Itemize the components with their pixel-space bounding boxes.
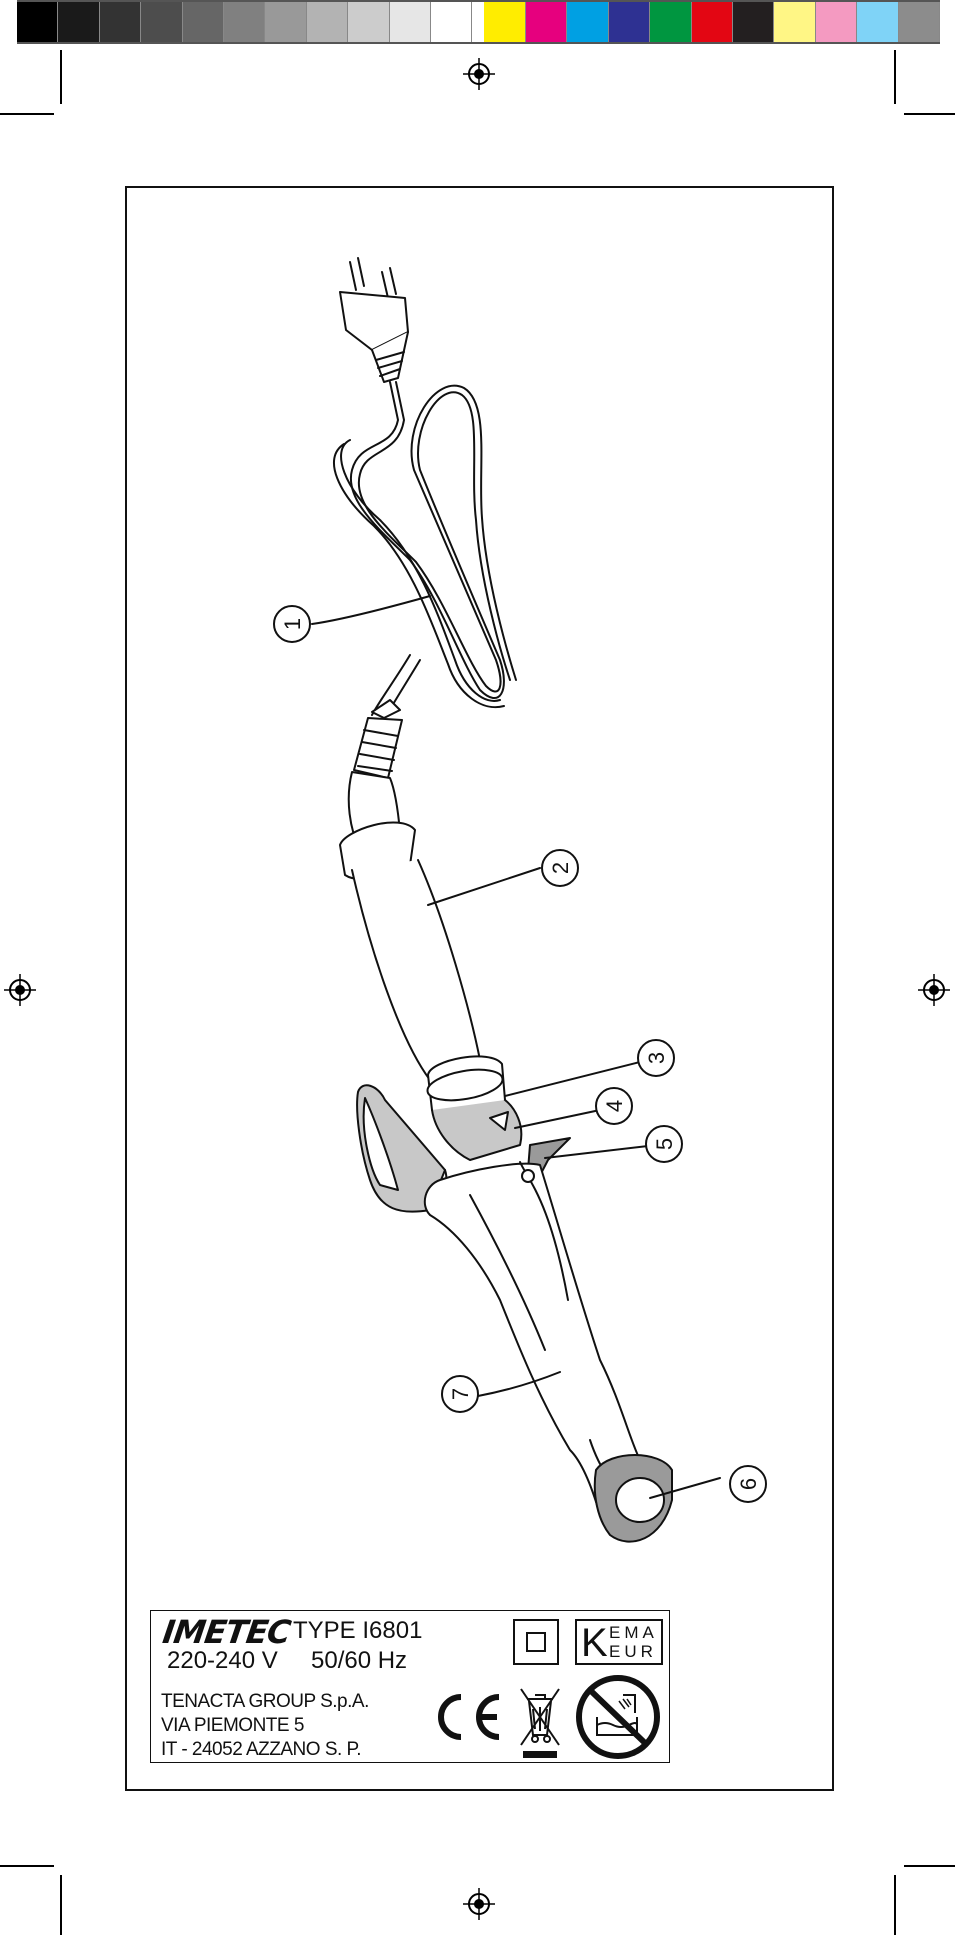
double-insulation-icon — [513, 1619, 559, 1665]
kema-k: K — [581, 1621, 608, 1665]
rating-plate: IMETEC TYPE I6801 220-240 V 50/60 Hz TEN… — [150, 1610, 670, 1763]
callout-4: 4 — [602, 1100, 627, 1112]
kema-keur-mark: K EMA EUR — [575, 1619, 663, 1665]
kema-top: EMA — [609, 1624, 658, 1642]
address-line: IT - 24052 AZZANO S. P. — [161, 1739, 361, 1761]
weee-bin-icon — [517, 1683, 563, 1761]
callout-3: 3 — [644, 1052, 669, 1064]
brand-logo: IMETEC — [160, 1613, 292, 1651]
address-line: VIA PIEMONTE 5 — [161, 1715, 304, 1737]
strain-relief — [354, 700, 402, 778]
no-water-use-icon — [573, 1673, 663, 1761]
barrel — [340, 772, 480, 1080]
power-cord — [334, 382, 516, 720]
kema-bottom: EUR — [609, 1643, 657, 1661]
voltage: 220-240 V — [167, 1647, 278, 1675]
callout-6: 6 — [736, 1478, 761, 1490]
callout-1: 1 — [280, 618, 305, 630]
callout-7: 7 — [448, 1388, 473, 1400]
model-type: TYPE I6801 — [293, 1617, 422, 1645]
hanging-ring — [595, 1455, 672, 1542]
callout-5: 5 — [652, 1138, 677, 1150]
address-line: TENACTA GROUP S.p.A. — [161, 1691, 369, 1713]
plug-icon — [340, 258, 408, 382]
ce-mark-icon — [429, 1689, 505, 1745]
callout-2: 2 — [548, 862, 573, 874]
frequency: 50/60 Hz — [311, 1647, 407, 1675]
